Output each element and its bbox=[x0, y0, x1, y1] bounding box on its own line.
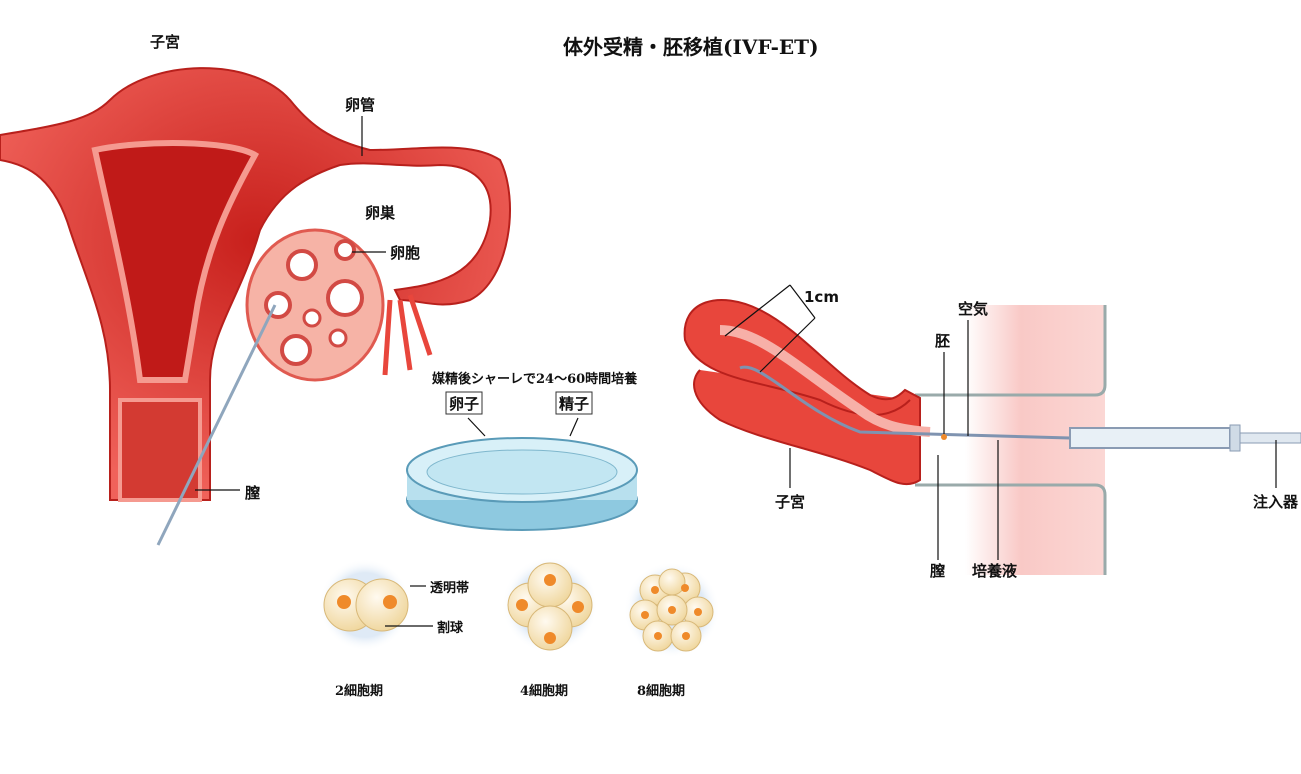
label-8-cell-stage: 8細胞期 bbox=[637, 683, 685, 699]
label-2-cell-stage: 2細胞期 bbox=[335, 683, 383, 699]
label-vagina: 膣 bbox=[245, 484, 260, 502]
label-syringe: 注入器 bbox=[1253, 493, 1299, 511]
label-uterus-transfer: 子宮 bbox=[775, 493, 805, 511]
label-vagina-transfer: 膣 bbox=[930, 562, 945, 580]
aspiration-needle bbox=[156, 304, 277, 546]
embryo-4-cell bbox=[502, 557, 598, 653]
label-blastomere: 割球 bbox=[437, 620, 464, 636]
petri-dish-illustration bbox=[406, 437, 638, 531]
culture-caption: 媒精後シャーレで24～60時間培養 bbox=[432, 371, 637, 387]
embryo-transfer-illustration bbox=[683, 299, 1301, 575]
label-culture-medium: 培養液 bbox=[972, 562, 1018, 580]
label-ovary: 卵巣 bbox=[365, 204, 396, 222]
label-egg: 卵子 bbox=[449, 395, 479, 413]
embryo-8-cell bbox=[624, 562, 720, 658]
label-follicle: 卵胞 bbox=[390, 244, 420, 262]
label-4-cell-stage: 4細胞期 bbox=[520, 683, 568, 699]
embryo-2-cell bbox=[319, 559, 411, 651]
uterus-illustration bbox=[0, 67, 511, 502]
label-fallopian-tube: 卵管 bbox=[345, 96, 375, 114]
label-sperm: 精子 bbox=[559, 395, 589, 413]
label-uterus: 子宮 bbox=[150, 33, 180, 51]
label-1cm: 1cm bbox=[804, 288, 839, 306]
label-zona-pellucida: 透明帯 bbox=[430, 580, 469, 596]
diagram-title: 体外受精・胚移植(IVF-ET) bbox=[563, 35, 819, 59]
label-air: 空気 bbox=[958, 300, 988, 318]
label-embryo: 胚 bbox=[935, 332, 950, 350]
